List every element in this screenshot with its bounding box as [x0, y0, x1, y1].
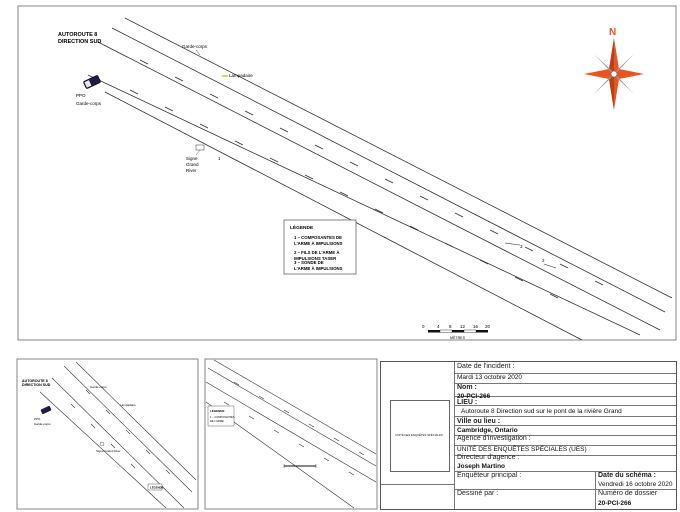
thumbnail-detail: LÉGENDE 1 – COMPOSANTES DE L'ARME: [204, 358, 378, 510]
thumb1-label-e: Signe Grand River: [96, 449, 121, 453]
legend-3a: 3 – SONDE DE: [294, 260, 324, 265]
lamp-label: Lampadaire: [229, 73, 253, 78]
thumb1-label-c: PPO: [34, 417, 41, 421]
dossier-label: Numéro de dossier: [598, 490, 658, 497]
legend-3b: L'ARME À IMPULSIONS: [294, 266, 343, 271]
guardrail-left-label: Garde-corps: [76, 101, 102, 106]
thumb1-title-2: DIRECTION SUD: [22, 383, 51, 387]
legend-2a: 2 – FILS DE L'ARME À: [294, 250, 339, 255]
thumb1-label-a: Garde-corps: [90, 385, 107, 389]
scale-tick: 12: [460, 324, 466, 329]
thumb1-vehicle-icon: [40, 405, 52, 415]
thumb1-title-1: AUTOROUTE 8: [22, 379, 48, 383]
main-frame: [17, 5, 677, 341]
marker-1: 1: [218, 156, 221, 161]
legend-2b: IMPULSIONS TASER: [294, 256, 337, 261]
no-label: Nom :: [457, 384, 477, 391]
evidence-wire: [504, 242, 521, 246]
scale-tick: 8: [449, 324, 452, 329]
directeur-label: Directeur d'agence :: [457, 454, 520, 461]
directeur-value: Joseph Martino: [457, 463, 506, 470]
scale-tick: 16: [473, 324, 479, 329]
lieu-value: Autoroute 8 Direction sud sur le pont de…: [461, 408, 622, 415]
legend-box: [283, 219, 357, 275]
date-incident-label: Date de l'incident :: [457, 363, 515, 370]
thumb1-label-d: Garde-corps: [34, 422, 51, 426]
thumb1-label-b: Lampadaire: [120, 403, 136, 407]
no-value: 20-PCI-266: [457, 393, 491, 400]
agence-value: UNITÉ DES ENQUÊTES SPÉCIALES (UES): [457, 446, 587, 453]
logo-caption: UNITÉ DES ENQUÊTES SPÉCIALES: [395, 433, 443, 437]
sign-label-1: Signe: [186, 156, 198, 161]
title-block: UNITÉ DES ENQUÊTES SPÉCIALES Date de l'i…: [380, 361, 677, 510]
dessine-label: Dessiné par :: [457, 490, 499, 497]
thumb2-scale-bar: [283, 464, 317, 468]
guardrail-top-label: Garde-corps: [182, 44, 208, 49]
scale-ticks: 0 4 8 12 16 20: [422, 324, 491, 329]
date-incident-value: Mardi 13 octobre 2020: [457, 374, 523, 381]
thumbnail-overview: AUTOROUTE 8 DIRECTION SUD Garde-corps La…: [16, 358, 199, 510]
legend-title: LÉGENDE: [290, 223, 314, 231]
agence-label: Agence d'investigation :: [457, 435, 531, 442]
date-schema-label: Date du schéma :: [598, 472, 656, 479]
main-diagram: AUTOROUTE 8 DIRECTION SUD Garde-corps La…: [17, 5, 677, 341]
map-title-line1: AUTOROUTE 8: [58, 32, 97, 38]
thumb1-legend: LÉGENDE: [150, 485, 164, 490]
sign-box: [195, 144, 205, 151]
marker-2: 2: [542, 258, 545, 263]
lane-dashes: [129, 59, 604, 299]
thumb2-legend-title: LÉGENDE: [210, 408, 225, 413]
vehicle-icon: [83, 75, 101, 89]
logo-box: [390, 400, 450, 472]
sign-label-3: River: [186, 168, 197, 173]
compass-north-label: N: [609, 27, 616, 38]
legend-1a: 1 – COMPOSANTES DE: [294, 235, 342, 240]
thumb2-legend-line2: DE L'ARME: [210, 419, 224, 423]
vehicle-label: PPO: [76, 93, 86, 98]
scale-tick: 20: [485, 324, 491, 329]
legend-1b: L'ARME À IMPULSIONS: [294, 241, 343, 246]
map-title-line2: DIRECTION SUD: [58, 39, 101, 45]
sign-label-2: Grand: [186, 162, 199, 167]
scale-tick: 4: [437, 324, 440, 329]
ville-label: Ville ou lieu :: [457, 418, 501, 425]
scale-tick: 0: [422, 324, 425, 329]
thumb2-legend-line1: 1 – COMPOSANTES: [210, 415, 235, 419]
road-lines: [87, 17, 673, 341]
dossier-value: 20-PCI-266: [598, 500, 632, 507]
scale-unit: MÈTRES: [450, 335, 466, 340]
scale-bar: [428, 329, 488, 333]
date-schema-value: Vendredi 16 octobre 2020: [598, 481, 673, 488]
enqueteur-label: Enquêteur principal :: [457, 472, 522, 479]
compass-rose-icon: [584, 38, 644, 110]
marker-3: 3: [520, 244, 523, 249]
lieu-label: LIEU :: [457, 399, 478, 406]
ville-value: Cambridge, Ontario: [457, 427, 518, 434]
